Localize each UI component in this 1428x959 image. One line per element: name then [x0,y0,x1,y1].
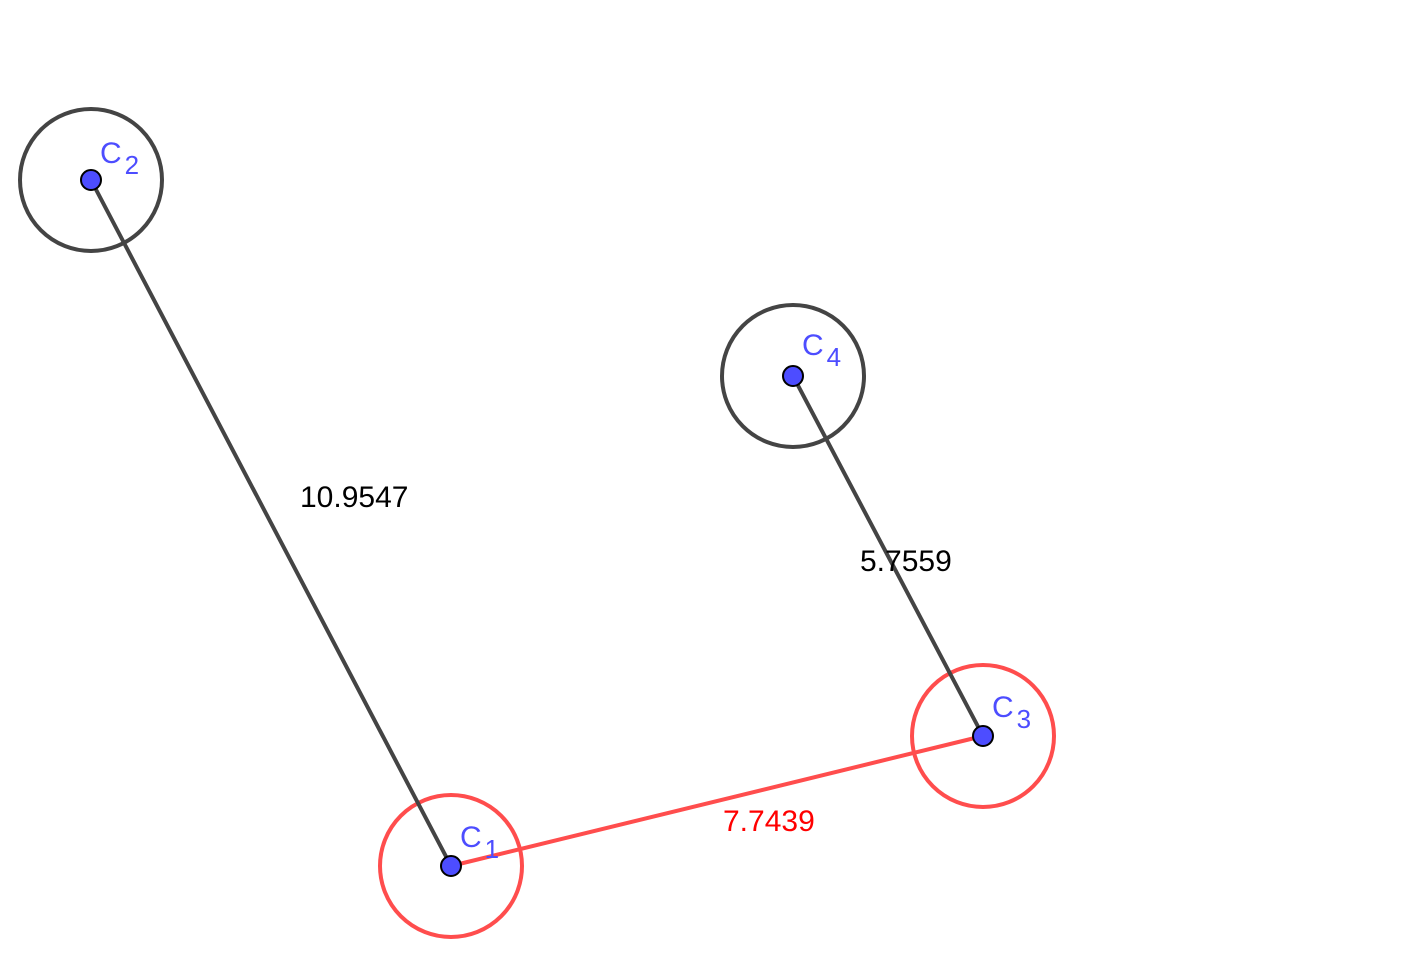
circle-c4 [720,303,866,449]
point-label-letter: C [802,329,824,362]
point-label-subscript: 3 [1017,704,1031,734]
point-label-letter: C [460,821,482,854]
circle-c2 [18,107,164,253]
distance-label-c4-c3: 5.7559 [860,545,952,578]
point-label-subscript: 2 [125,150,139,180]
distance-label-c2-c1: 10.9547 [300,481,408,514]
point-label-subscript: 4 [827,342,841,372]
point-c3[interactable] [972,725,994,747]
segment-c1-c3 [449,734,985,868]
segments-layer [89,178,985,868]
circle-c1 [378,793,524,939]
point-label-letter: C [992,691,1014,724]
point-c1[interactable] [440,855,462,877]
circle-c3 [910,663,1056,809]
circles-layer [18,107,1056,939]
point-c4[interactable] [782,365,804,387]
point-c2[interactable] [80,169,102,191]
point-label-subscript: 1 [485,834,499,864]
distance-label-c1-c3: 7.7439 [723,805,815,838]
segment-c4-c3 [791,374,985,738]
segment-c2-c1 [89,178,453,868]
points-layer [80,169,994,877]
point-label-letter: C [100,137,122,170]
